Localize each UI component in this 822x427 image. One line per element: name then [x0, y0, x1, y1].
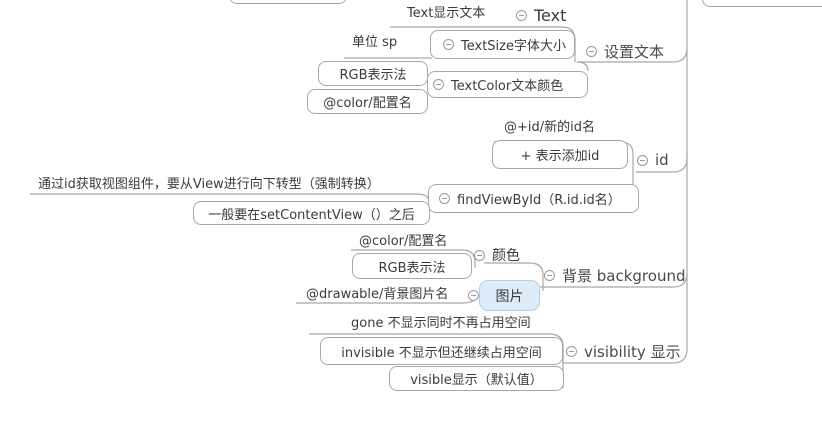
- topic-text-display[interactable]: Text显示文本: [407, 6, 485, 23]
- topic-label: 颜色: [492, 248, 520, 264]
- topic-label: @+id/新的id名: [504, 120, 596, 135]
- topic-label: 单位 sp: [352, 35, 398, 50]
- topic-rgb-under-textcolor[interactable]: RGB表示法: [318, 61, 428, 86]
- topic-color[interactable]: 颜色: [474, 245, 520, 265]
- topic-label: 设置文本: [604, 43, 665, 61]
- topic-label: 背景 background: [562, 267, 686, 285]
- topic-label: 图片: [495, 288, 524, 305]
- topic-label: Text: [534, 6, 567, 25]
- topic-drawable-name[interactable]: @drawable/背景图片名: [306, 287, 448, 304]
- topic-set-text[interactable]: 设置文本: [586, 41, 664, 62]
- topic-label: TextColor文本颜色: [451, 79, 564, 94]
- topic-label: @color/配置名: [323, 96, 412, 111]
- topic-label: visible显示（默认值）: [410, 373, 543, 388]
- topic-background[interactable]: 背景 background: [544, 265, 686, 286]
- topic-textcolor[interactable]: TextColor文本颜色: [427, 71, 588, 98]
- collapse-icon[interactable]: [474, 249, 485, 261]
- collapse-icon[interactable]: [433, 79, 444, 90]
- topic-label: gone 不显示同时不再占用空间: [351, 316, 531, 331]
- topic-new-id-name[interactable]: @+id/新的id名: [504, 120, 595, 137]
- topic-image-selected[interactable]: 图片: [479, 280, 540, 311]
- topic-label: TextSize字体大小: [461, 39, 566, 54]
- collapse-icon[interactable]: [443, 39, 454, 50]
- topic-label: 一般要在setContentView（）之后: [208, 207, 415, 223]
- collapse-icon[interactable]: [586, 46, 597, 57]
- collapse-icon[interactable]: [566, 346, 577, 357]
- topic-label: 通过id获取视图组件，要从View进行向下转型（强制转换）: [38, 177, 380, 192]
- collapse-icon[interactable]: [516, 10, 527, 21]
- topic-label: id: [655, 151, 669, 169]
- topic-label: invisible 不显示但还继续占用空间: [341, 345, 542, 361]
- topic-label: Text显示文本: [407, 6, 486, 21]
- topic-label: visibility 显示: [584, 343, 681, 361]
- topic-label: findViewById（R.id.id名）: [457, 193, 621, 208]
- topic-visible[interactable]: visible显示（默认值）: [389, 366, 564, 391]
- topic-text[interactable]: Text: [516, 6, 566, 25]
- collapse-icon[interactable]: [637, 154, 648, 166]
- collapse-icon[interactable]: [544, 270, 555, 281]
- topic-downcast-note[interactable]: 通过id获取视图组件，要从View进行向下转型（强制转换）: [38, 177, 380, 194]
- topic-colorcfg-under-textcolor[interactable]: @color/配置名: [307, 89, 428, 114]
- topic-label: @drawable/背景图片名: [306, 287, 449, 302]
- topic-unit-sp[interactable]: 单位 sp: [352, 35, 397, 52]
- topic-after-setcontentview[interactable]: 一般要在setContentView（）之后: [193, 201, 430, 225]
- topic-gone[interactable]: gone 不显示同时不再占用空间: [351, 316, 531, 333]
- partial-topic-root[interactable]: [702, 0, 822, 7]
- topic-visibility[interactable]: visibility 显示: [566, 341, 681, 362]
- topic-findviewbyid[interactable]: findViewById（R.id.id名）: [428, 184, 639, 213]
- topic-plus-add-id[interactable]: + 表示添加id: [492, 140, 628, 169]
- topic-rgb-under-color[interactable]: RGB表示法: [352, 253, 472, 279]
- topic-textsize[interactable]: TextSize字体大小: [430, 30, 575, 59]
- partial-topic-top-left[interactable]: [229, 0, 347, 4]
- topic-invisible[interactable]: invisible 不显示但还继续占用空间: [320, 337, 563, 365]
- topic-colorcfg-under-color[interactable]: @color/配置名: [359, 234, 447, 251]
- topic-label: RGB表示法: [378, 260, 446, 276]
- collapse-icon[interactable]: [468, 290, 479, 301]
- topic-id[interactable]: id: [637, 151, 669, 169]
- topic-label: @color/配置名: [359, 234, 448, 249]
- collapse-icon[interactable]: [439, 193, 450, 204]
- topic-label: + 表示添加id: [520, 149, 600, 164]
- topic-label: RGB表示法: [339, 68, 407, 83]
